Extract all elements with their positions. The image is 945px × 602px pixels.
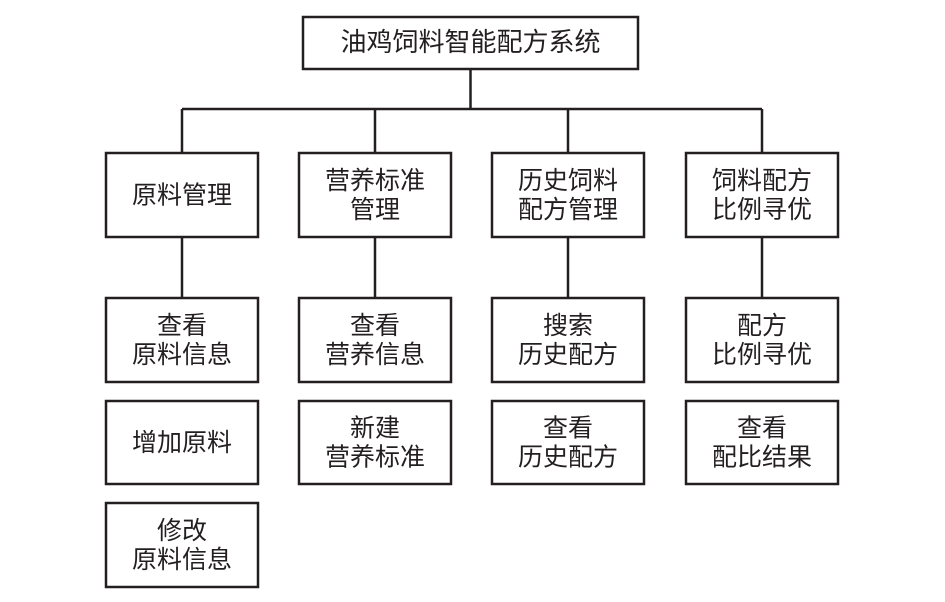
module-node-label: 比例寻优 [712,195,812,224]
module-node-box [684,151,840,239]
function-node-box [104,296,260,384]
function-node-box [490,296,646,384]
module-node-label: 营养标准 [325,166,425,195]
function-node-label: 查看 [737,414,787,443]
function-node-label: 增加原料 [132,428,232,457]
function-node-box [490,399,646,486]
module-node-label: 历史饲料 [518,166,618,195]
function-node-box [104,399,260,486]
function-node-label: 原料信息 [132,340,232,369]
root-node-box [301,15,640,71]
function-node-label: 配比结果 [712,443,812,472]
function-node-label: 搜索 [543,311,593,340]
root-node-label: 油鸡饲料智能配方系统 [340,28,600,58]
function-node-box [297,296,453,384]
function-node-label: 新建 [350,414,400,443]
function-node-label: 查看 [350,311,400,340]
function-node-label: 历史配方 [518,443,618,472]
function-node-box [104,501,260,589]
module-node-box [297,151,453,239]
function-node-label: 营养信息 [325,340,425,369]
function-node-label: 原料信息 [132,545,232,574]
function-node-label: 配方 [737,311,787,340]
module-node-label: 配方管理 [518,195,618,224]
module-node-box [104,151,260,239]
module-node-box [490,151,646,239]
module-node-label: 原料管理 [132,181,232,210]
function-node-label: 查看 [543,414,593,443]
function-node-box [684,296,840,384]
function-node-label: 历史配方 [518,340,618,369]
function-node-box [297,399,453,486]
function-node-label: 比例寻优 [712,340,812,369]
function-node-label: 查看 [157,311,207,340]
module-node-label: 饲料配方 [712,166,812,195]
function-node-box [684,399,840,486]
function-node-label: 营养标准 [325,443,425,472]
module-node-label: 管理 [350,195,400,224]
function-node-label: 修改 [157,516,207,545]
